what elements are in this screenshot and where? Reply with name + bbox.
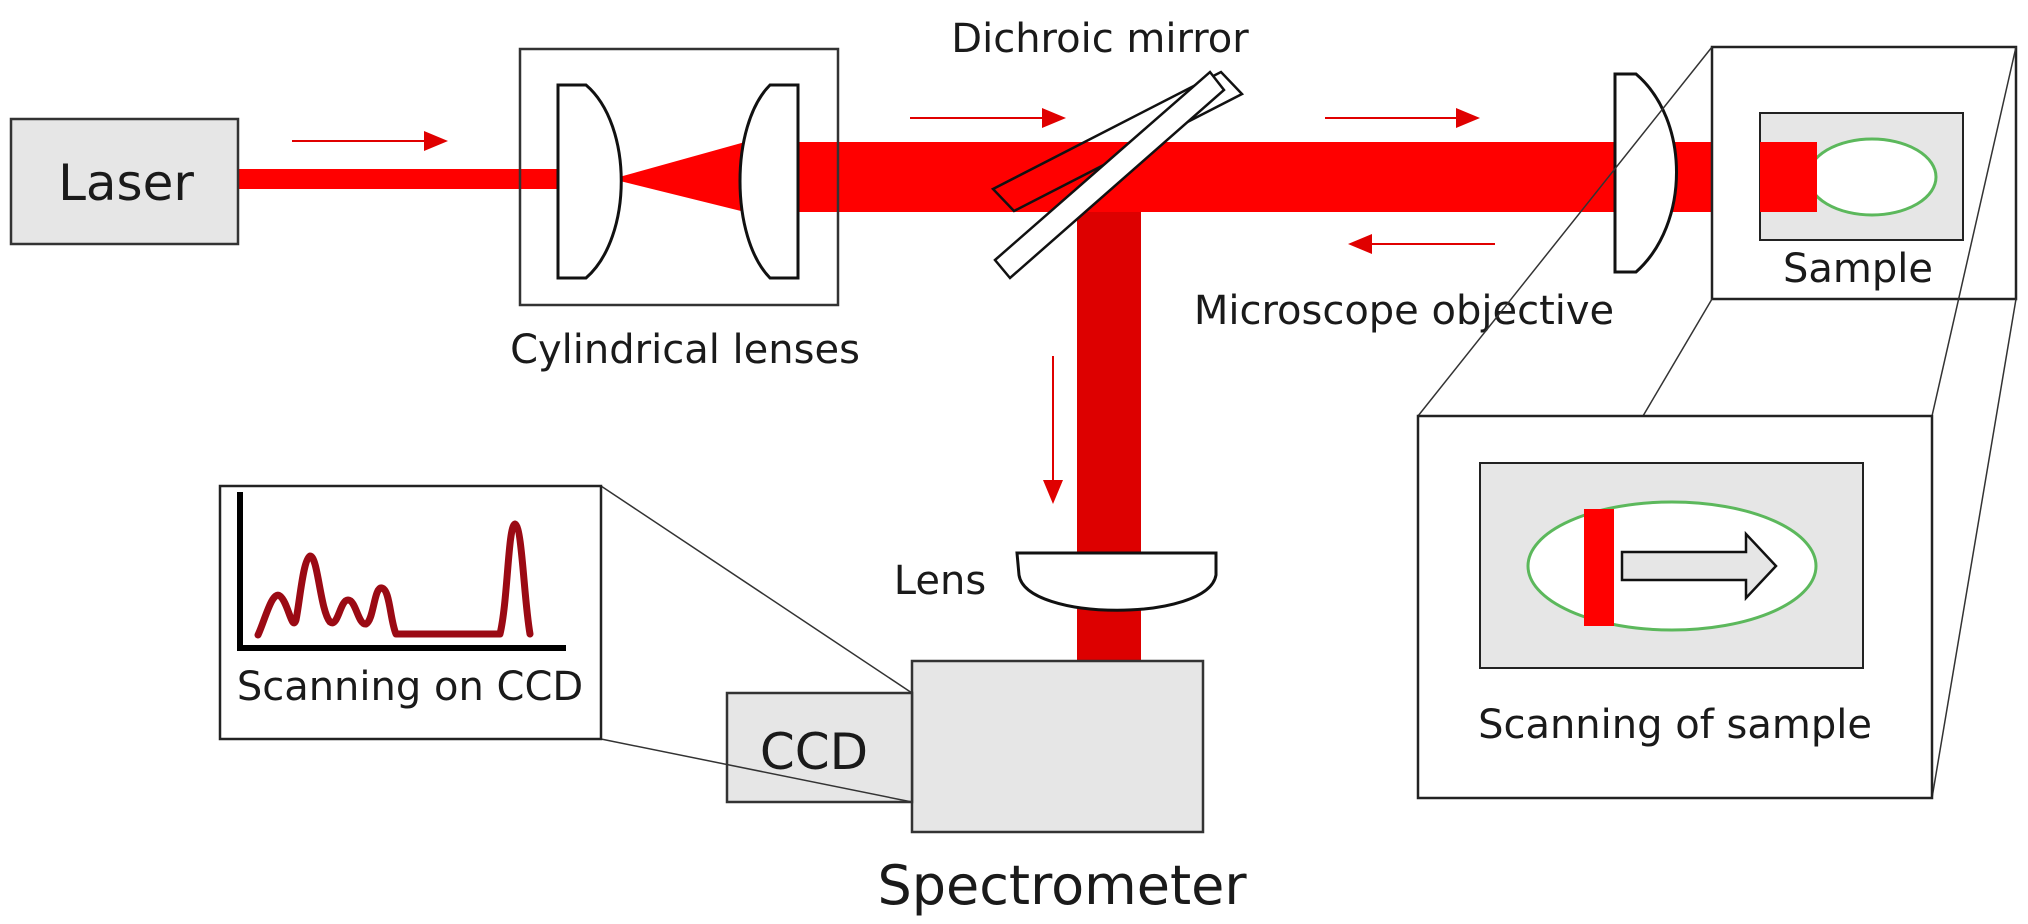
scanning-of-sample-label: Scanning of sample bbox=[1478, 702, 1872, 748]
cylindrical-lens-2 bbox=[738, 83, 800, 280]
lens-label: Lens bbox=[894, 558, 986, 604]
inset-scan-line bbox=[1584, 509, 1614, 626]
arrow-icon bbox=[1325, 108, 1480, 128]
spectrometer-box bbox=[910, 659, 1205, 834]
laser-box: Laser bbox=[9, 117, 240, 246]
ccd-label: CCD bbox=[760, 723, 868, 781]
focusing-lens-shape bbox=[1015, 551, 1218, 612]
cylindrical-lenses-label: Cylindrical lenses bbox=[510, 327, 860, 373]
scanning-on-ccd-inset: Scanning on CCD bbox=[218, 484, 603, 741]
sample-specimen bbox=[1806, 137, 1938, 217]
cylindrical-lenses: Cylindrical lenses bbox=[510, 47, 860, 373]
dichroic-mirror: Dichroic mirror bbox=[951, 16, 1249, 280]
cylindrical-lens-1 bbox=[556, 83, 623, 280]
dichroic-mirror-label: Dichroic mirror bbox=[951, 16, 1249, 62]
beam-on-sample bbox=[1760, 142, 1817, 212]
hollow-arrow-right-icon bbox=[1620, 530, 1778, 602]
arrow-icon bbox=[1348, 234, 1495, 254]
arrow-icon bbox=[292, 131, 448, 151]
spectrometer-label: Spectrometer bbox=[877, 854, 1247, 917]
ccd-inset-frame bbox=[218, 484, 603, 741]
scanning-of-sample-inset: Scanning of sample bbox=[1416, 414, 1934, 800]
spectrometer: CCD Spectrometer bbox=[725, 659, 1247, 917]
focusing-lens: Lens bbox=[894, 551, 1218, 612]
sample-stage: Sample bbox=[1710, 45, 2018, 301]
sample-zoom-lines bbox=[1417, 46, 2017, 799]
microscope-objective-label: Microscope objective bbox=[1194, 288, 1614, 334]
microscope-objective: Microscope objective bbox=[1194, 72, 1678, 334]
arrow-icon bbox=[910, 108, 1066, 128]
laser-beam-cone bbox=[612, 142, 745, 212]
scanning-on-ccd-label: Scanning on CCD bbox=[237, 664, 583, 710]
laser-beam-thin bbox=[238, 169, 563, 189]
laser-label: Laser bbox=[58, 154, 194, 212]
ccd-spectrum-trace bbox=[254, 520, 534, 639]
cylindrical-lenses-frame bbox=[518, 47, 840, 307]
sample-label: Sample bbox=[1783, 246, 1933, 292]
objective-lens bbox=[1613, 72, 1678, 274]
direction-arrows bbox=[292, 108, 1495, 504]
arrow-icon bbox=[1043, 356, 1063, 504]
ccd-zoom-lines bbox=[600, 485, 913, 803]
dichroic-mirror-plate bbox=[993, 70, 1226, 280]
